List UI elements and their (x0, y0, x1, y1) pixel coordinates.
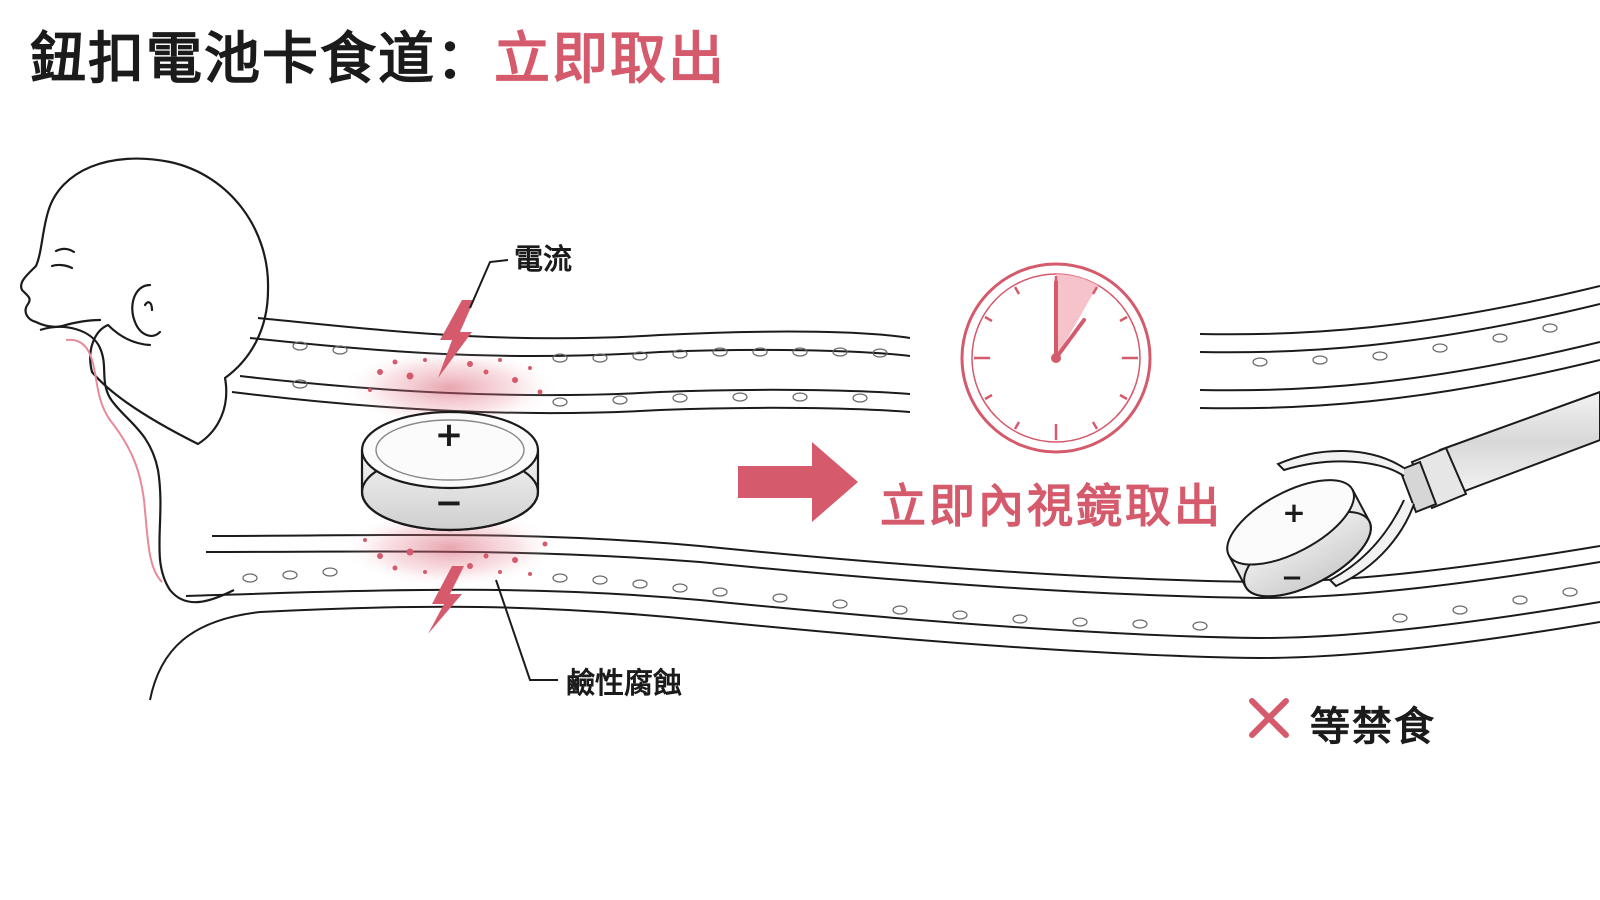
title-emphasis: 立即取出 (494, 27, 726, 92)
label-current: 電流 (514, 242, 573, 276)
button-battery-icon (360, 410, 540, 532)
battery-negative-sign: − (435, 483, 464, 523)
endoscope-forceps-icon (1276, 390, 1600, 588)
label-alkali-corrosion: 鹼性腐蝕 (566, 666, 683, 700)
clock-icon (960, 262, 1152, 454)
leader-line-alkali (495, 579, 558, 681)
button-battery-icon (1226, 479, 1372, 598)
child-head-icon (20, 157, 270, 446)
lightning-bolt-icon (438, 300, 474, 378)
label-immediate-removal: 立即內視鏡取出 (880, 479, 1223, 533)
battery-positive-sign: + (435, 415, 464, 455)
battery-negative-sign: − (1281, 563, 1303, 593)
arrow-right-icon (738, 442, 858, 522)
leader-line-current (469, 259, 509, 309)
mucosa-texture (242, 323, 1578, 631)
page-title: 鈕扣電池卡食道：立即取出 (30, 14, 726, 95)
pharynx (39, 325, 235, 604)
battery-positive-sign: + (1282, 496, 1305, 529)
corrosion-zone (340, 348, 560, 588)
title-main: 鈕扣電池卡食道： (30, 27, 494, 92)
lightning-bolt-icon (428, 566, 464, 634)
cross-mark-icon (1249, 698, 1289, 738)
label-no-fasting-wait: 等禁食 (1310, 704, 1436, 750)
